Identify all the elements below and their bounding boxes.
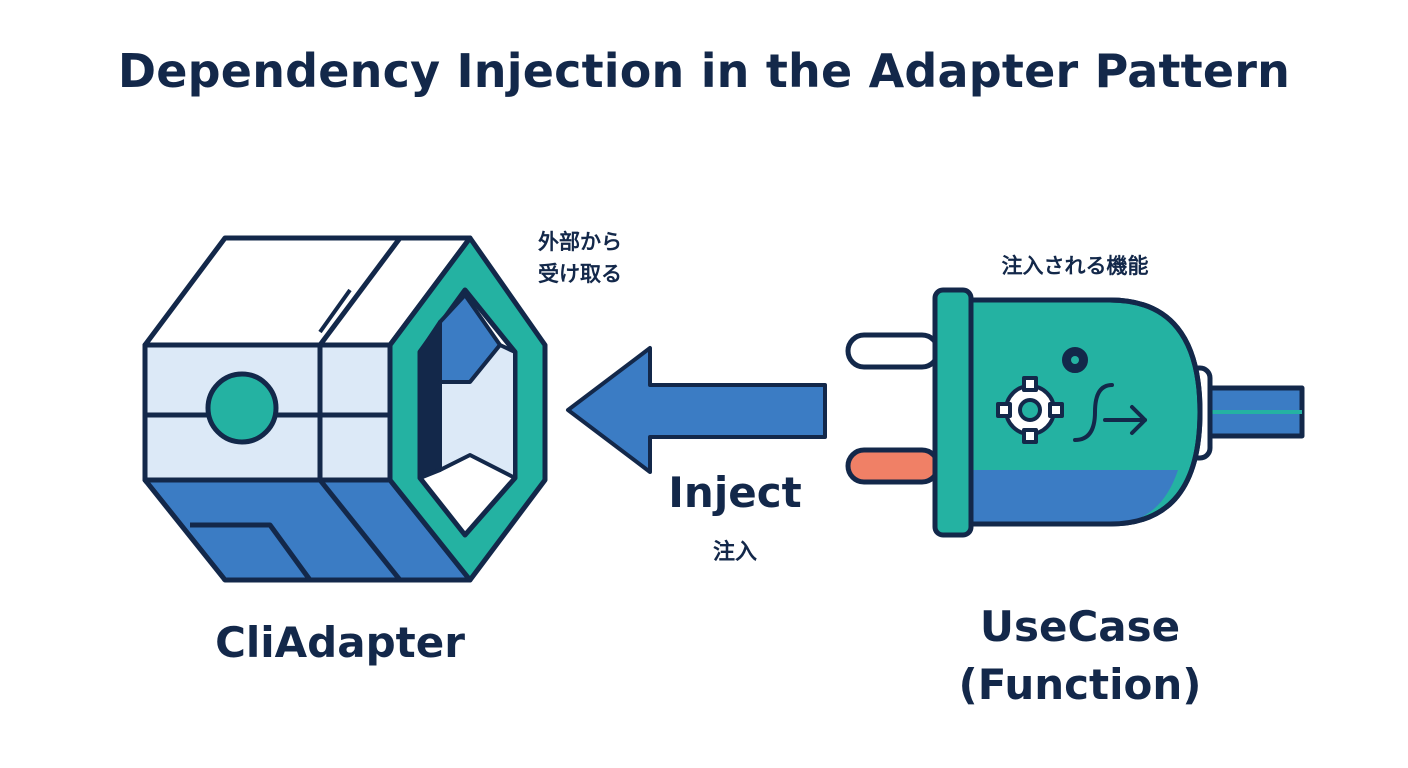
small-gear-icon <box>1062 347 1088 373</box>
usecase-label: UseCase (Function) <box>880 598 1280 714</box>
inject-label-jp: 注入 <box>712 540 757 565</box>
page-title: Dependency Injection in the Adapter Patt… <box>117 44 1291 98</box>
usecase-label-line2: (Function) <box>958 660 1202 709</box>
adapter-receive-note: 外部から 受け取る <box>500 226 660 290</box>
inject-arrow-icon <box>566 346 827 474</box>
adapter-icon <box>142 235 548 583</box>
flow-arrow-icon <box>1073 383 1147 442</box>
adapter-label: CliAdapter <box>215 618 465 667</box>
usecase-plug-icon <box>845 287 1305 538</box>
receive-note-line1: 外部から <box>538 230 622 254</box>
inject-label: Inject <box>668 468 802 517</box>
usecase-note: 注入される機能 <box>1001 254 1149 278</box>
receive-note-line2: 受け取る <box>538 262 622 286</box>
gear-icon <box>996 376 1064 444</box>
usecase-label-line1: UseCase <box>979 602 1181 651</box>
